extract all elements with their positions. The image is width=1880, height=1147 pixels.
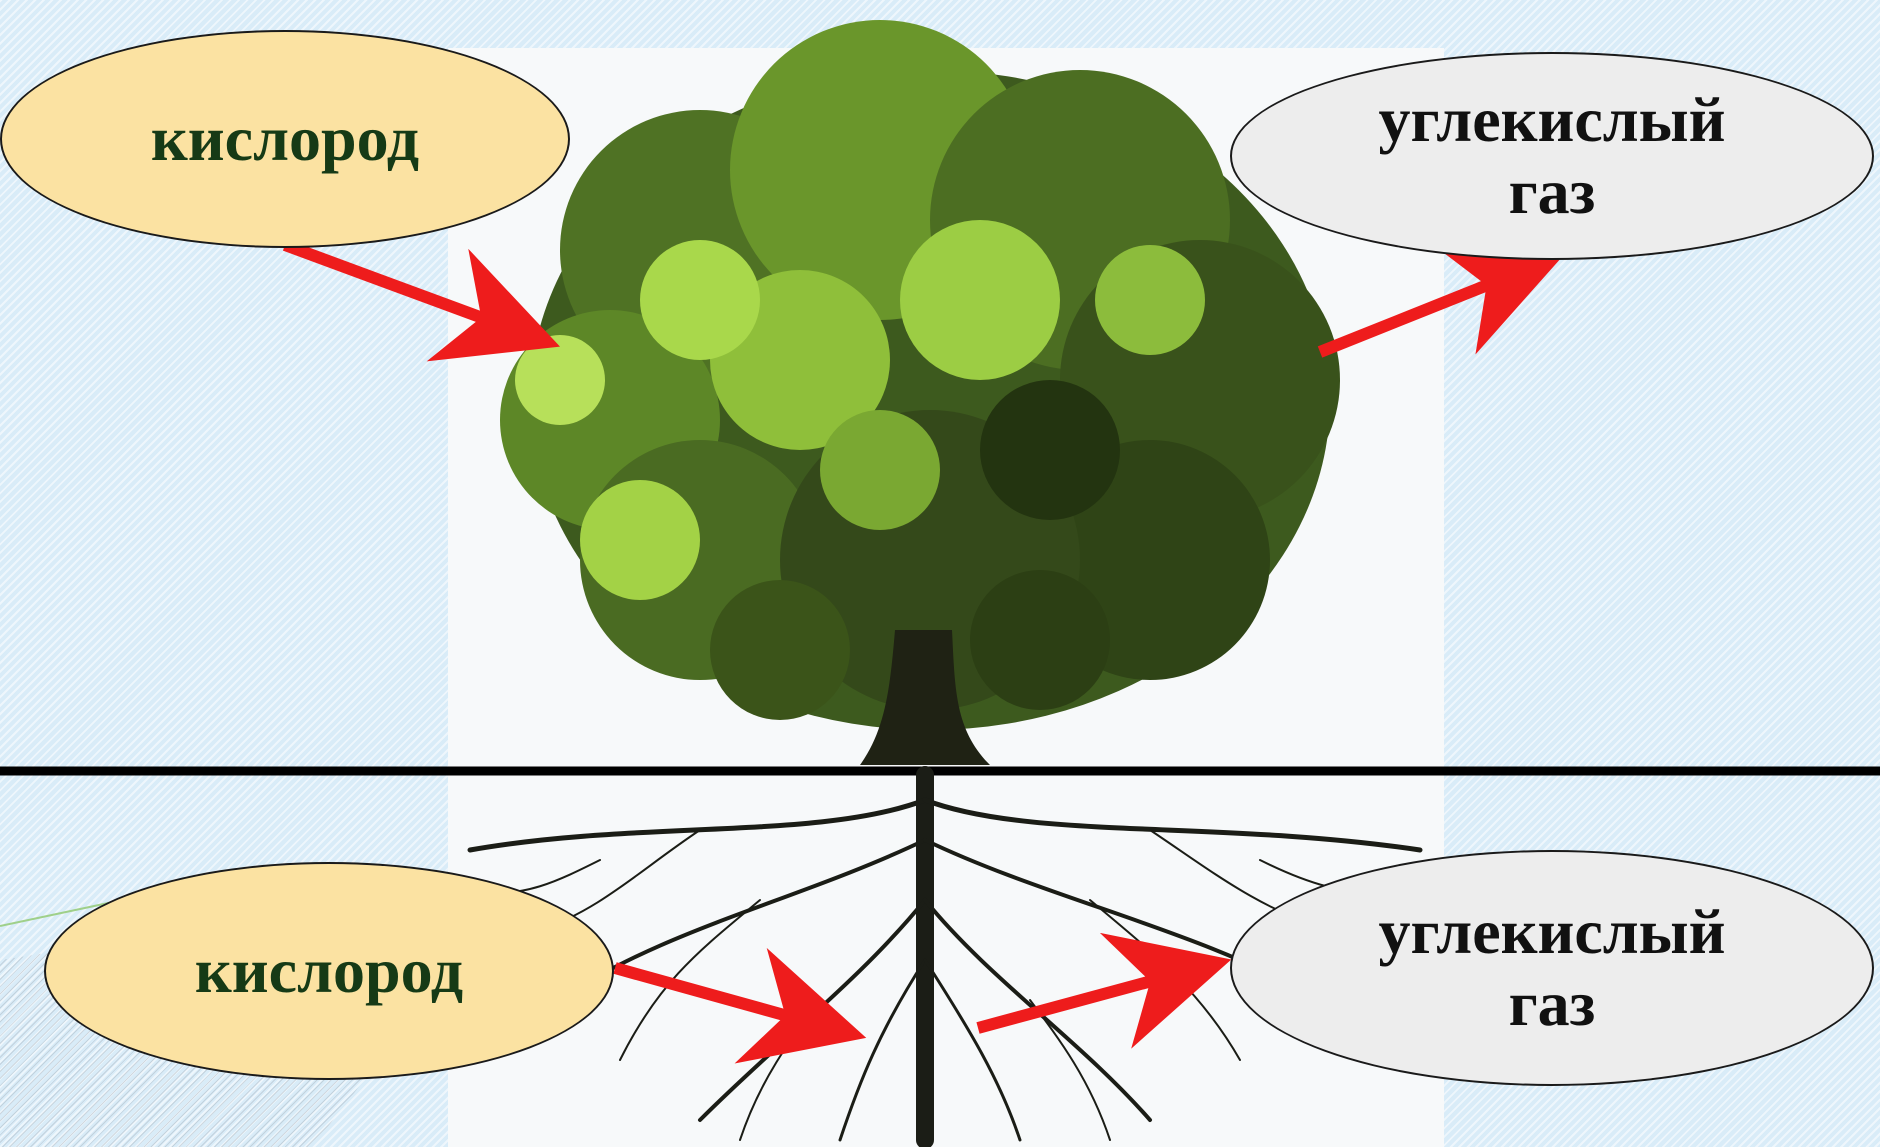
arrow-co2-out-of-roots-icon bbox=[976, 932, 1232, 1049]
co2-label-bottom-line2: газ bbox=[1508, 968, 1596, 1039]
tree-crown-icon bbox=[500, 20, 1340, 730]
oxygen-label-bottom-text: кислород bbox=[194, 935, 464, 1007]
co2-label-top: углекислый газ bbox=[1230, 52, 1874, 260]
co2-label-bottom: углекислый газ bbox=[1230, 850, 1874, 1086]
tree-trunk-icon bbox=[860, 630, 990, 765]
co2-label-top-line2: газ bbox=[1508, 156, 1596, 227]
arrow-oxygen-into-roots-icon bbox=[613, 947, 867, 1064]
co2-label-bottom-line1: углекислый bbox=[1378, 896, 1726, 968]
arrow-co2-out-of-leaves-icon bbox=[1317, 243, 1565, 358]
oxygen-label-top-text: кислород bbox=[150, 103, 420, 175]
oxygen-label-bottom: кислород bbox=[44, 862, 614, 1080]
arrow-oxygen-into-leaves-icon bbox=[282, 239, 561, 362]
co2-label-top-line1: углекислый bbox=[1378, 84, 1726, 156]
oxygen-label-top: кислород bbox=[0, 30, 570, 248]
